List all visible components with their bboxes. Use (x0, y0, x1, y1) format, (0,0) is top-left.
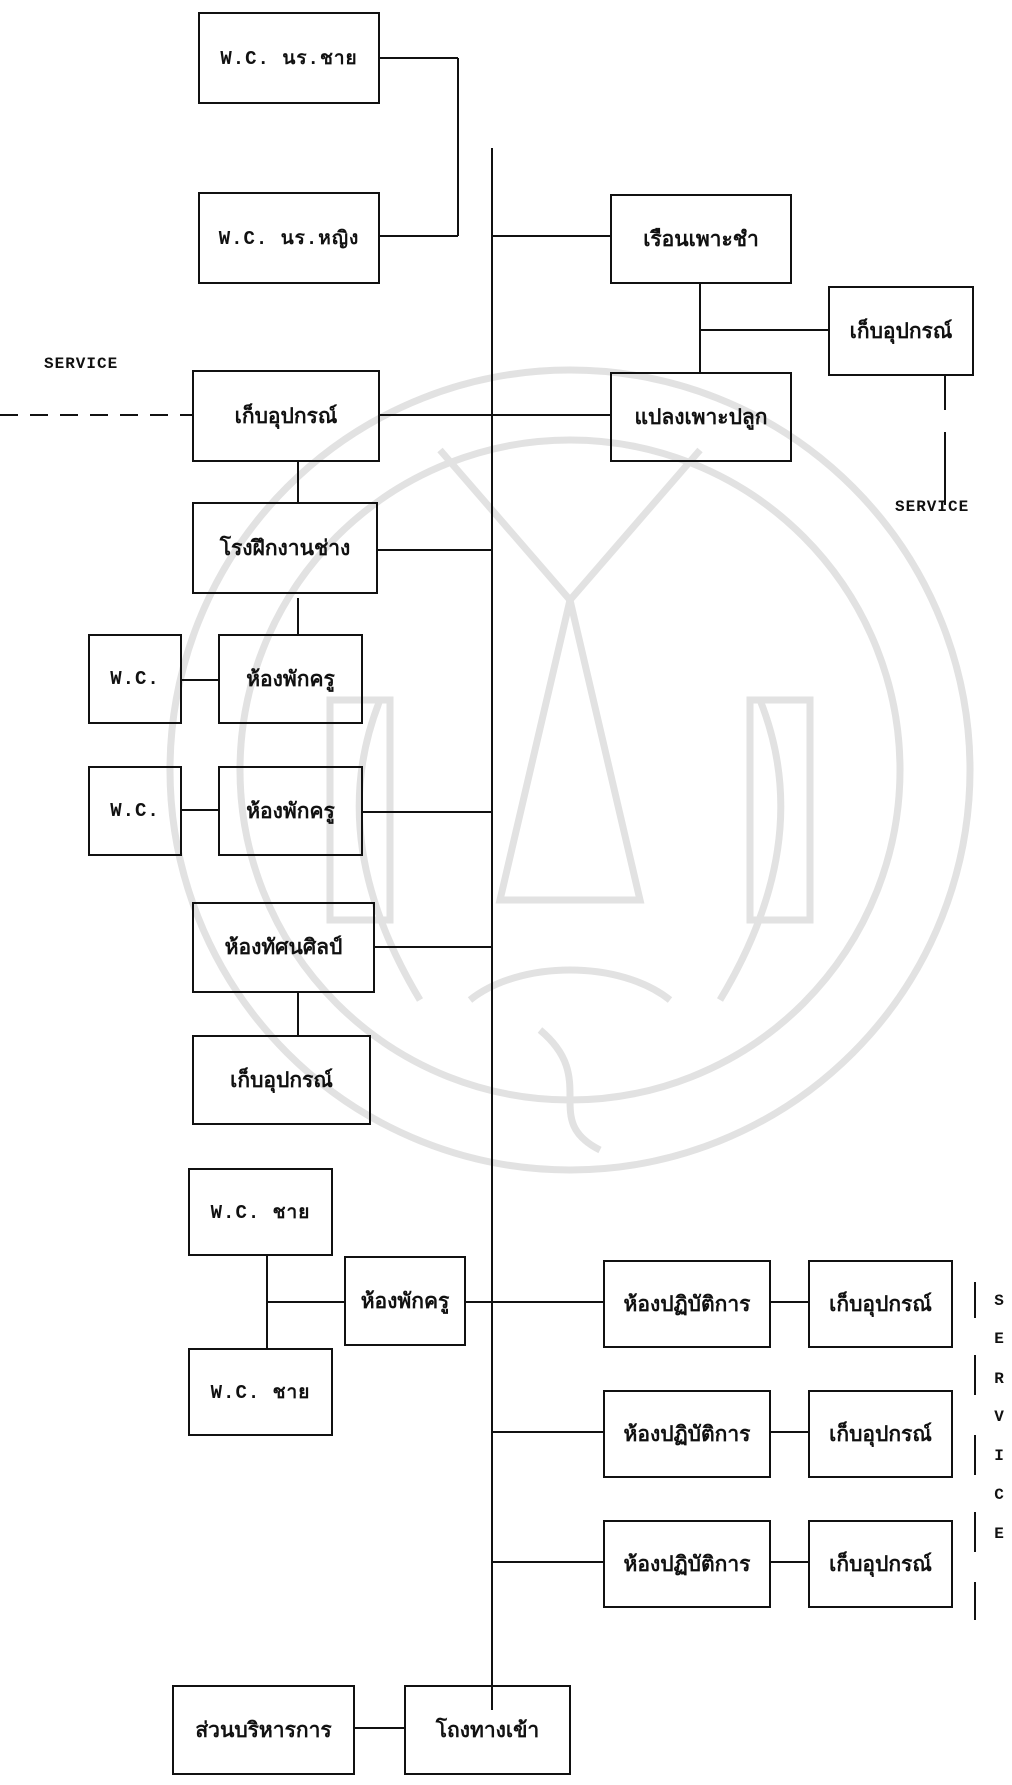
storage-right-box: เก็บอุปกรณ์ (828, 286, 974, 376)
wc-male-box-b: W.C. ชาย (188, 1348, 333, 1436)
lab-storage-box-3: เก็บอุปกรณ์ (808, 1520, 953, 1608)
service-label-right: SERVICE (895, 498, 970, 516)
lab-storage-box-1: เก็บอุปกรณ์ (808, 1260, 953, 1348)
wc-male-students-box: W.C. นร.ชาย (198, 12, 380, 104)
service-vertical-letter: C (994, 1486, 1004, 1504)
lab-storage-box-2: เก็บอุปกรณ์ (808, 1390, 953, 1478)
wc-male-box-a: W.C. ชาย (188, 1168, 333, 1256)
service-label-left: SERVICE (44, 355, 119, 373)
service-vertical-letter: I (994, 1447, 1004, 1465)
administration-box: ส่วนบริหารการ (172, 1685, 355, 1775)
service-vertical-letter: S (994, 1292, 1004, 1310)
teacher-room-box-1: ห้องพักครู (218, 634, 363, 724)
service-vertical-letter: E (994, 1330, 1004, 1348)
wc-box-1: W.C. (88, 634, 182, 724)
workshop-box: โรงฝึกงานช่าง (192, 502, 378, 594)
planting-plot-box: แปลงเพาะปลูก (610, 372, 792, 462)
lab-box-3: ห้องปฏิบัติการ (603, 1520, 771, 1608)
service-vertical-letter: E (994, 1525, 1004, 1543)
service-vertical-letter: R (994, 1370, 1004, 1388)
wc-female-students-box: W.C. นร.หญิง (198, 192, 380, 284)
storage-service-box: เก็บอุปกรณ์ (192, 370, 380, 462)
teacher-room-box-2: ห้องพักครู (218, 766, 363, 856)
lab-box-1: ห้องปฏิบัติการ (603, 1260, 771, 1348)
entrance-hall-box: โถงทางเข้า (404, 1685, 571, 1775)
wc-box-2: W.C. (88, 766, 182, 856)
art-storage-box: เก็บอุปกรณ์ (192, 1035, 371, 1125)
teacher-room-box-3: ห้องพักครู (344, 1256, 466, 1346)
art-room-box: ห้องทัศนศิลป์ (192, 902, 375, 993)
service-vertical-letter: V (994, 1408, 1004, 1426)
lab-box-2: ห้องปฏิบัติการ (603, 1390, 771, 1478)
nursery-box: เรือนเพาะชำ (610, 194, 792, 284)
